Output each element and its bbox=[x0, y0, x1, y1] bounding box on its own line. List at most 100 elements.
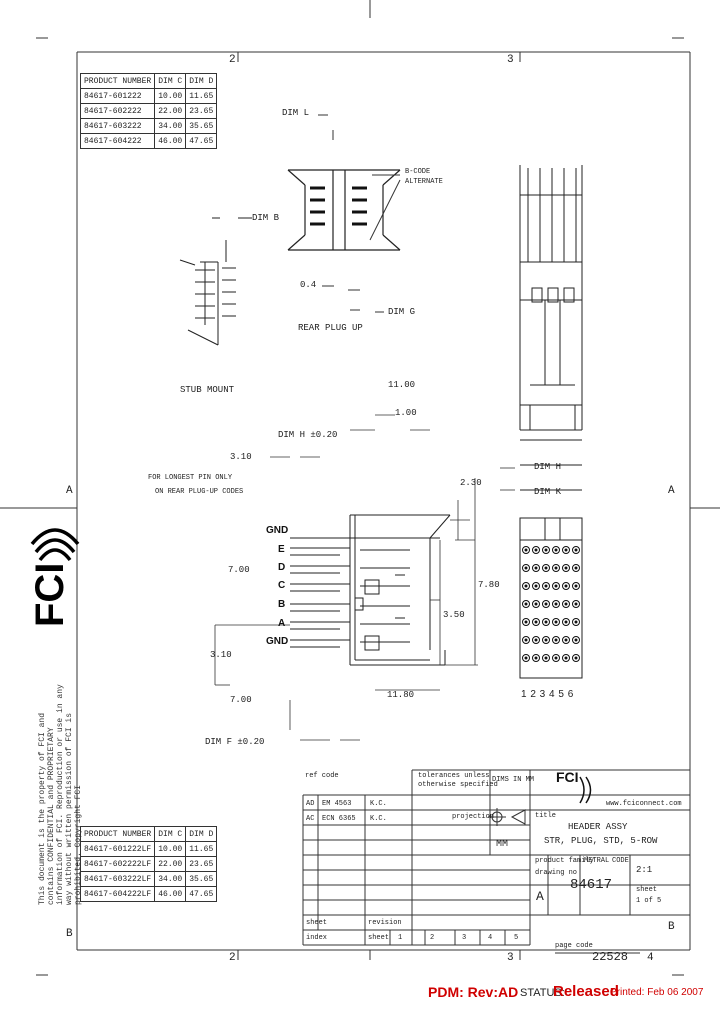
pin-center bbox=[524, 638, 528, 642]
pin-hole bbox=[532, 618, 540, 626]
pin-grid bbox=[522, 546, 580, 662]
pin-center bbox=[554, 566, 558, 570]
pin-center bbox=[554, 548, 558, 552]
dim-2-30-label: 2.30 bbox=[460, 478, 482, 488]
pin-center bbox=[574, 584, 578, 588]
dim-f-tolerance-label: DIM F ±0.20 bbox=[205, 737, 265, 747]
pin-hole bbox=[542, 618, 550, 626]
index-col-3: 3 bbox=[462, 934, 467, 942]
pin-label-a: A bbox=[278, 618, 286, 629]
pin-hole bbox=[572, 618, 580, 626]
pin-center bbox=[524, 602, 528, 606]
index-label: index bbox=[306, 934, 328, 942]
drawing-number: 84617 bbox=[570, 877, 613, 893]
sheet-row-label: sheet bbox=[306, 919, 328, 927]
mm-unit: MM bbox=[496, 839, 509, 850]
title-label: title bbox=[535, 812, 557, 820]
table-row-cell: 47.65 bbox=[185, 886, 218, 902]
index-col-2: 2 bbox=[430, 934, 435, 942]
pin-hole bbox=[562, 636, 570, 644]
pin-label-b: B bbox=[278, 599, 286, 610]
pin-center bbox=[564, 566, 568, 570]
pin-hole bbox=[572, 600, 580, 608]
note-rear-plug-up-codes: ON REAR PLUG-UP CODES bbox=[155, 488, 244, 496]
table-row-cell: 84617-602222 bbox=[79, 103, 156, 119]
table-header-row-cell: DIM D bbox=[185, 73, 218, 89]
pin-hole bbox=[552, 654, 560, 662]
pin-hole bbox=[562, 564, 570, 572]
pin-center bbox=[564, 638, 568, 642]
dim-h-tolerance-label: DIM H ±0.20 bbox=[278, 430, 338, 440]
pin-label-e: E bbox=[278, 544, 285, 555]
table-row-cell: 34.00 bbox=[154, 871, 187, 887]
rev-row-1-ecn: EM 4563 bbox=[322, 800, 352, 808]
pin-center bbox=[574, 548, 578, 552]
table-header-row-cell: DIM C bbox=[154, 826, 187, 842]
rev-row-1-rev: AD bbox=[306, 800, 315, 808]
pin-center bbox=[564, 548, 568, 552]
index-col-4: 4 bbox=[488, 934, 493, 942]
pin-center bbox=[544, 602, 548, 606]
pin-hole bbox=[542, 654, 550, 662]
pin-center bbox=[524, 548, 528, 552]
pin-center bbox=[544, 638, 548, 642]
drawing-no-label: drawing no bbox=[535, 869, 578, 877]
tolerance-line-2: otherwise specified bbox=[418, 781, 498, 789]
rev-row-1-by: K.C. bbox=[370, 800, 387, 808]
pin-center bbox=[534, 656, 538, 660]
pin-center bbox=[564, 584, 568, 588]
rear-plug-up-label: REAR PLUG UP bbox=[298, 323, 363, 333]
dim-b-label: DIM B bbox=[252, 213, 280, 223]
pin-center bbox=[564, 620, 568, 624]
table-row-cell: 34.00 bbox=[154, 118, 187, 134]
index-col-5: 5 bbox=[514, 934, 519, 942]
status-value: Released bbox=[553, 983, 619, 1000]
dim-3-10-lower-label: 3.10 bbox=[210, 650, 232, 660]
rev-row-2-by: K.C. bbox=[370, 815, 387, 823]
pin-hole bbox=[522, 546, 530, 554]
rev-row-2-ecn: ECN 6365 bbox=[322, 815, 356, 823]
pin-hole bbox=[532, 600, 540, 608]
pin-center bbox=[574, 566, 578, 570]
page-code-label: page code bbox=[555, 942, 593, 950]
pin-hole bbox=[522, 636, 530, 644]
table-row-cell: 84617-601222LF bbox=[79, 841, 156, 857]
pin-center bbox=[534, 638, 538, 642]
fci-title-logo: FCI bbox=[556, 769, 579, 785]
table-row-cell: 22.00 bbox=[154, 103, 187, 119]
website: www.fciconnect.com bbox=[606, 800, 682, 808]
pin-hole bbox=[522, 600, 530, 608]
product-family-label: product family bbox=[535, 857, 594, 865]
pin-numbers-row: 1 2 3 4 5 6 bbox=[521, 689, 574, 700]
zone-rowA-left: A bbox=[66, 485, 73, 497]
pin-hole bbox=[552, 546, 560, 554]
stub-mount-label: STUB MOUNT bbox=[180, 385, 235, 395]
table-row-cell: 11.65 bbox=[185, 88, 218, 104]
printed-date: Printed: Feb 06 2007 bbox=[610, 987, 704, 998]
pin-hole bbox=[562, 582, 570, 590]
table-header-row-cell: DIM C bbox=[154, 73, 187, 89]
pin-center bbox=[574, 602, 578, 606]
pin-label-d: D bbox=[278, 562, 286, 573]
dim-7-80-label: 7.80 bbox=[478, 580, 500, 590]
pin-center bbox=[564, 656, 568, 660]
pin-center bbox=[534, 620, 538, 624]
pin-hole bbox=[572, 582, 580, 590]
dim-0-4-label: 0.4 bbox=[300, 280, 317, 290]
dim-7-00-bottom-label: 7.00 bbox=[230, 695, 252, 705]
table-row-cell: 47.65 bbox=[185, 133, 218, 149]
rev-row-2-rev: AC bbox=[306, 815, 315, 823]
table-row-cell: 46.00 bbox=[154, 886, 187, 902]
dim-3-50-label: 3.50 bbox=[443, 610, 465, 620]
table-row-cell: 10.00 bbox=[154, 841, 187, 857]
dim-k-label: DIM K bbox=[534, 487, 562, 497]
dim-3-10-label: 3.10 bbox=[230, 452, 252, 462]
dim-11-80-label: 11.80 bbox=[387, 690, 415, 700]
pin-hole bbox=[552, 618, 560, 626]
dim-l-label: DIM L bbox=[282, 108, 310, 118]
table-row-cell: 35.65 bbox=[185, 118, 218, 134]
